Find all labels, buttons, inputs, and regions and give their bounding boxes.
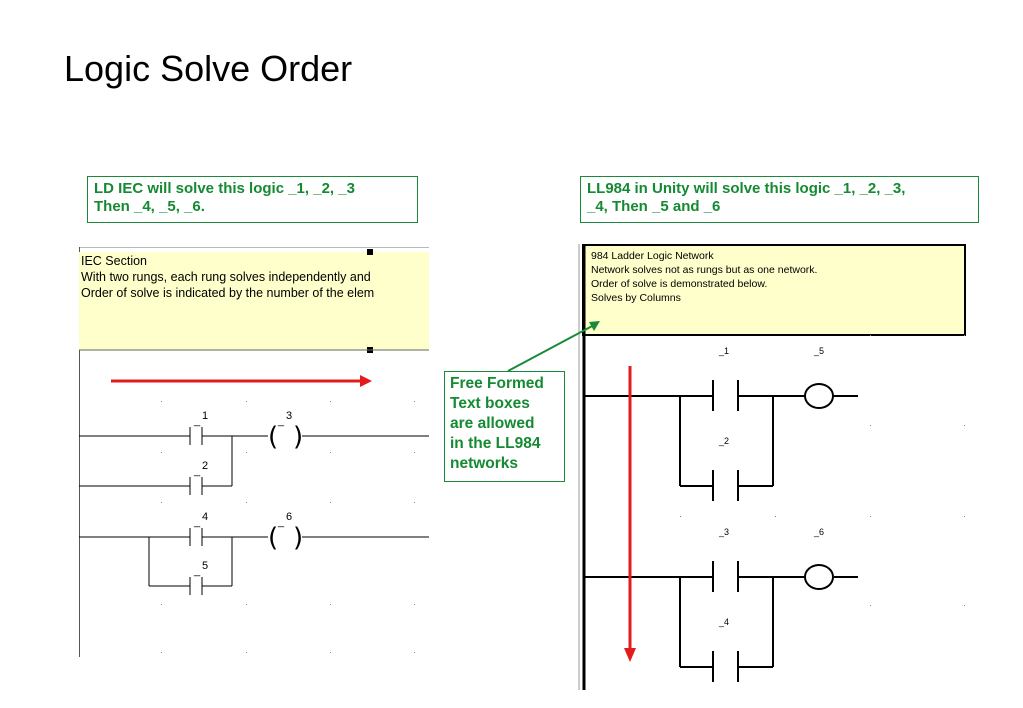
svg-text:_: _	[277, 415, 285, 427]
ll984-network-comment: 984 Ladder Logic Network Network solves …	[582, 244, 966, 336]
coil-6-right-paren: )	[293, 523, 303, 553]
callout-pointer-arrow	[507, 323, 597, 372]
iec-pane-left-border	[79, 247, 80, 657]
callout-line: are allowed	[450, 415, 535, 432]
coil-3-right-paren: )	[293, 422, 303, 452]
iec-solve-order-callout: LD IEC will solve this logic _1, _2, _3 …	[87, 176, 418, 223]
ll984-rung-1	[584, 380, 858, 501]
comment-line: Solves by Columns	[591, 292, 681, 304]
callout-line: Then _4, _5, _6.	[94, 198, 205, 215]
comment-line: IEC Section	[81, 254, 148, 268]
arrow-head	[624, 648, 636, 662]
ll984-solve-order-callout: LL984 in Unity will solve this logic _1,…	[580, 176, 979, 223]
comment-line: With two rungs, each rung solves indepen…	[81, 270, 371, 284]
contact-4-label: 4	[202, 511, 208, 523]
contact-1-label: _1	[718, 346, 729, 356]
svg-text:_: _	[277, 516, 285, 528]
contact-2-label: _2	[718, 436, 729, 446]
iec-section-comment: IEC Section With two rungs, each rung so…	[79, 252, 429, 350]
callout-line: Free Formed	[450, 375, 544, 392]
free-formed-text-callout: Free Formed Text boxes are allowed in th…	[444, 371, 565, 482]
callout-line: _4, Then _5 and _6	[587, 198, 721, 215]
coil-5	[804, 383, 834, 409]
contact-3-label: _3	[718, 527, 729, 537]
callout-line: in the LL984	[450, 435, 541, 452]
contact-5-label: 5	[202, 560, 208, 572]
coil-6-label: 6	[286, 511, 292, 523]
iec-pane-top-border	[79, 247, 429, 248]
grid-dots-right	[680, 335, 965, 606]
ll984-element-labels: _1 _5 _2 _3 _6 _4	[718, 346, 824, 627]
ll984-rung-2	[584, 561, 858, 682]
contact-2-label: 2	[202, 460, 208, 472]
arrow-head	[360, 375, 372, 387]
selection-handle	[367, 249, 373, 255]
coil-6	[804, 564, 834, 590]
comment-line: Order of solve is demonstrated below.	[591, 278, 768, 290]
svg-text:_: _	[193, 565, 201, 577]
callout-line: networks	[450, 455, 519, 472]
iec-element-labels: _1 _2 _3 _4 _5 _6	[193, 410, 292, 577]
iec-rung-2	[79, 528, 429, 595]
grid-dots-left	[161, 401, 415, 653]
contact-4-label: _4	[718, 617, 729, 627]
svg-text:_: _	[193, 415, 201, 427]
arrow-head	[589, 321, 600, 331]
coil-5-label: _5	[813, 346, 824, 356]
contact-1-label: 1	[202, 410, 208, 422]
iec-rung-1	[79, 427, 429, 495]
callout-line: LL984 in Unity will solve this logic _1,…	[587, 180, 906, 197]
comment-line: Network solves not as rungs but as one n…	[591, 264, 818, 276]
coil-6-label: _6	[813, 527, 824, 537]
coil-3-label: 3	[286, 410, 292, 422]
svg-text:_: _	[193, 516, 201, 528]
page-title: Logic Solve Order	[64, 48, 353, 89]
comment-line: Order of solve is indicated by the numbe…	[81, 286, 375, 300]
coil-3-left-paren: (	[268, 422, 278, 452]
callout-line: Text boxes	[450, 395, 530, 412]
comment-line: 984 Ladder Logic Network	[591, 250, 714, 262]
coil-6-left-paren: (	[268, 523, 278, 553]
svg-text:_: _	[193, 465, 201, 477]
callout-line: LD IEC will solve this logic _1, _2, _3	[94, 180, 355, 197]
